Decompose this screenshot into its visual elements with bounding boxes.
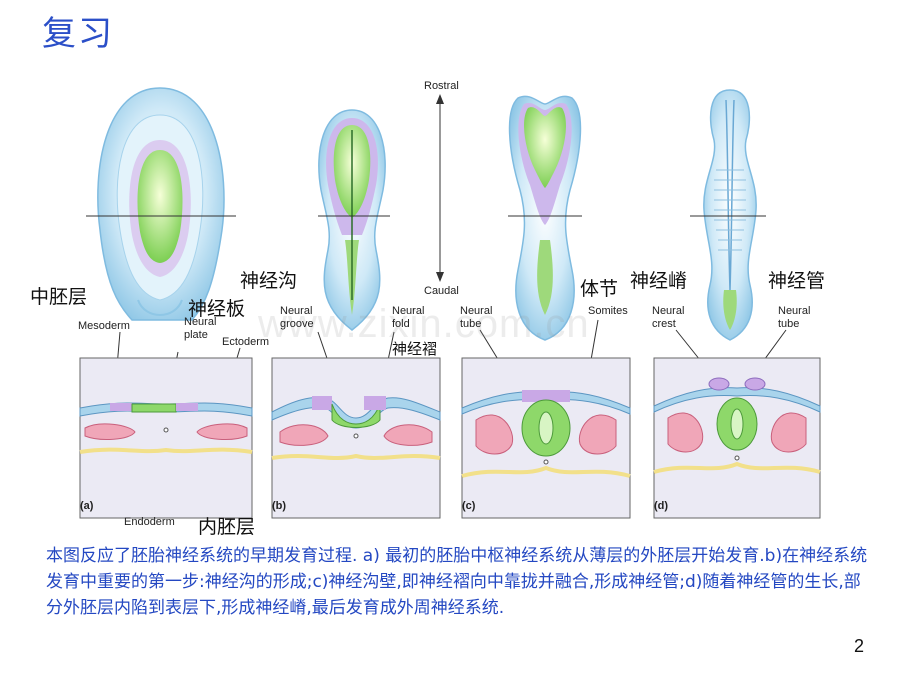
label-cn-neural-groove: 神经沟 <box>240 270 298 292</box>
label-cn-somites: 体节 <box>580 278 619 300</box>
embryo-stage-b <box>318 109 390 331</box>
page-number: 2 <box>853 636 864 656</box>
label-en-neural-fold: Neural fold <box>392 305 425 330</box>
embryo-stage-d <box>690 89 766 341</box>
label-en-mesoderm: Mesoderm <box>78 320 130 332</box>
label-en-neural-tube-d: Neural tube <box>778 305 811 330</box>
label-cn-neural-crest: 神经嵴 <box>630 270 688 292</box>
label-cn-neural-tube: 神经管 <box>768 270 826 292</box>
embryo-stage-a <box>86 87 236 321</box>
label-en-somites: Somites <box>588 305 628 317</box>
label-en-neural-plate: Neural plate <box>184 316 217 341</box>
panel-letter-a: (a) <box>80 500 94 512</box>
axis-label-caudal: Caudal <box>424 285 459 297</box>
panel-letter-d: (d) <box>654 500 669 512</box>
slide-title: 复习 <box>42 14 114 54</box>
caption-text: 本图反应了胚胎神经系统的早期发育过程. a) 最初的胚胎中枢神经系统从薄层的外胚… <box>46 546 868 618</box>
label-en-endoderm: Endoderm <box>124 516 175 528</box>
cross-section-d <box>653 357 821 519</box>
label-en-ectoderm: Ectoderm <box>222 336 270 348</box>
label-cn-mesoderm: 中胚层 <box>30 286 88 308</box>
cross-section-b <box>271 357 441 519</box>
panel-letter-c: (c) <box>462 500 476 512</box>
cross-section-a <box>79 357 253 519</box>
label-en-neural-groove: Neural groove <box>280 305 314 330</box>
axis-label-rostral: Rostral <box>424 80 459 92</box>
panel-letter-b: (b) <box>272 500 287 512</box>
cross-section-c <box>461 357 631 519</box>
label-cn-neural-fold: 神经褶 <box>392 340 438 358</box>
watermark: www.zixin.com.cn <box>258 302 590 346</box>
axis-arrow <box>436 94 444 282</box>
label-cn-neural-plate: 神经板 <box>188 298 246 320</box>
label-cn-endoderm: 内胚层 <box>198 516 256 538</box>
label-en-neural-crest: Neural crest <box>652 305 685 330</box>
embryo-stage-c <box>508 95 582 341</box>
label-en-neural-tube-c: Neural tube <box>460 305 493 330</box>
